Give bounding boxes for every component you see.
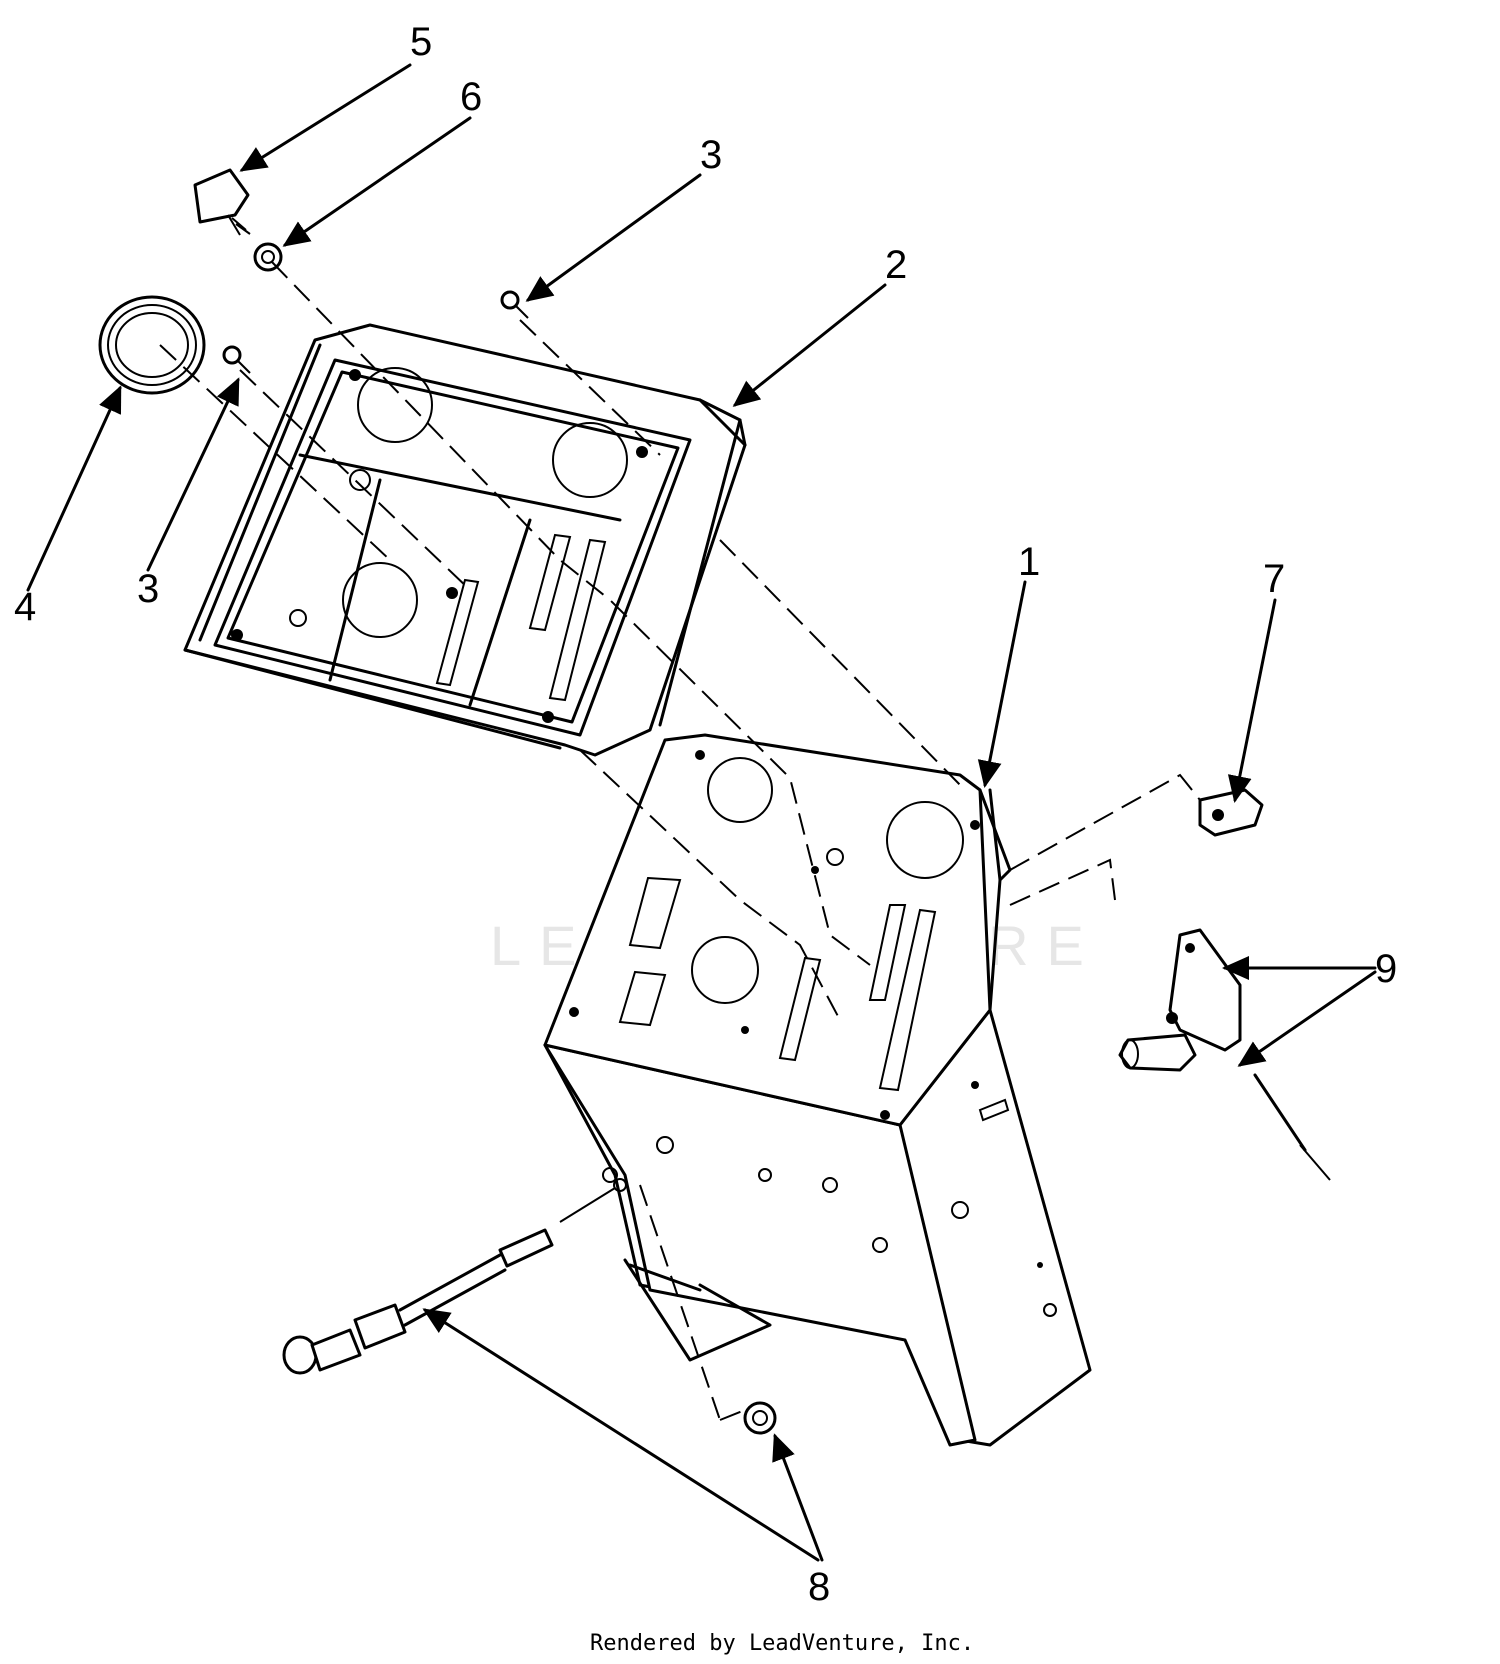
part-9-latch [1118,928,1331,1181]
callout-3-left: 3 [137,567,159,611]
part-5-knob [193,168,251,236]
part-4-ring [98,295,206,395]
part-3-screw-left [222,345,251,374]
callout-7: 7 [1263,557,1285,601]
part-8-cable [282,1178,627,1375]
part-3-screw-upper [500,290,529,319]
callout-8: 8 [808,1565,830,1609]
callout-3-upper: 3 [700,133,722,177]
callout-9: 9 [1375,947,1397,991]
leader-arrows [26,63,1377,1562]
callout-1: 1 [1018,540,1040,584]
footer-credit: Rendered by LeadVenture, Inc. [590,1631,974,1656]
callout-2: 2 [885,243,907,287]
part-1-dash-support [543,733,1092,1447]
callout-4: 4 [14,585,36,629]
callout-6: 6 [460,75,482,119]
part-8-nut [743,1401,777,1435]
part-7-plug [1198,788,1264,837]
part-2-dash-panel [183,323,747,757]
callout-5: 5 [410,20,432,64]
assembly-lines [159,261,1201,1421]
